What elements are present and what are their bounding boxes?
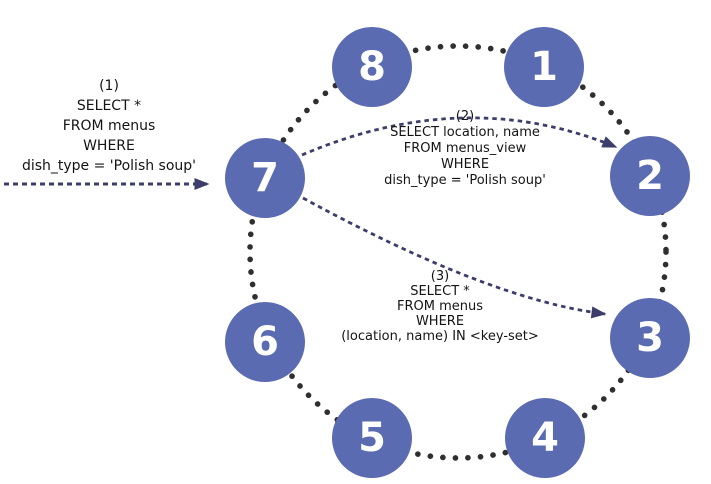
query-1-line: SELECT * [76, 98, 142, 114]
node-8-label: 8 [358, 44, 386, 90]
arrow-node-7-to-node-2 [301, 116, 618, 157]
ring-node-1: 1 [504, 27, 584, 107]
ring-node-2: 2 [610, 136, 690, 216]
query-1-line: dish_type = 'Polish soup' [21, 158, 197, 174]
query-3-line: FROM menus [396, 299, 483, 314]
query-3-text: (3) SELECT * FROM menus WHERE (location,… [322, 269, 558, 344]
query-2-line: FROM menus_view [403, 141, 527, 156]
node-6-label: 6 [251, 319, 279, 365]
ring-node-4: 4 [505, 398, 585, 478]
query-1-text: (1) SELECT * FROM menus WHERE dish_type … [0, 76, 218, 176]
query-3-line: (location, name) IN <key-set> [341, 329, 539, 344]
query-2-step: (2) [455, 109, 475, 124]
node-7-label: 7 [251, 155, 279, 201]
node-3-label: 3 [636, 315, 664, 361]
query-1-step: (1) [99, 78, 119, 94]
query-2-text: (2) SELECT location, name FROM menus_vie… [347, 109, 583, 189]
query-3-line: WHERE [415, 314, 465, 329]
arrow-node-7-to-node-3 [302, 196, 607, 319]
query-2-line: dish_type = 'Polish soup' [384, 173, 546, 188]
dotted-ring [247, 43, 669, 461]
node-2-label: 2 [636, 153, 664, 199]
query-1-line: FROM menus [62, 118, 156, 134]
ring-node-5: 5 [332, 398, 412, 478]
query-2-line: SELECT location, name [390, 125, 540, 140]
query-3-line: SELECT * [410, 284, 470, 299]
ring-node-6: 6 [225, 302, 305, 382]
node-4-label: 4 [531, 415, 559, 461]
ring-node-7: 7 [225, 138, 305, 218]
node-1-label: 1 [530, 44, 558, 90]
ring-node-8: 8 [332, 27, 412, 107]
query-3-step: (3) [430, 269, 450, 284]
ring-node-3: 3 [610, 298, 690, 378]
node-5-label: 5 [358, 415, 386, 461]
query-2-line: WHERE [440, 157, 490, 172]
query-1-line: WHERE [83, 138, 135, 154]
